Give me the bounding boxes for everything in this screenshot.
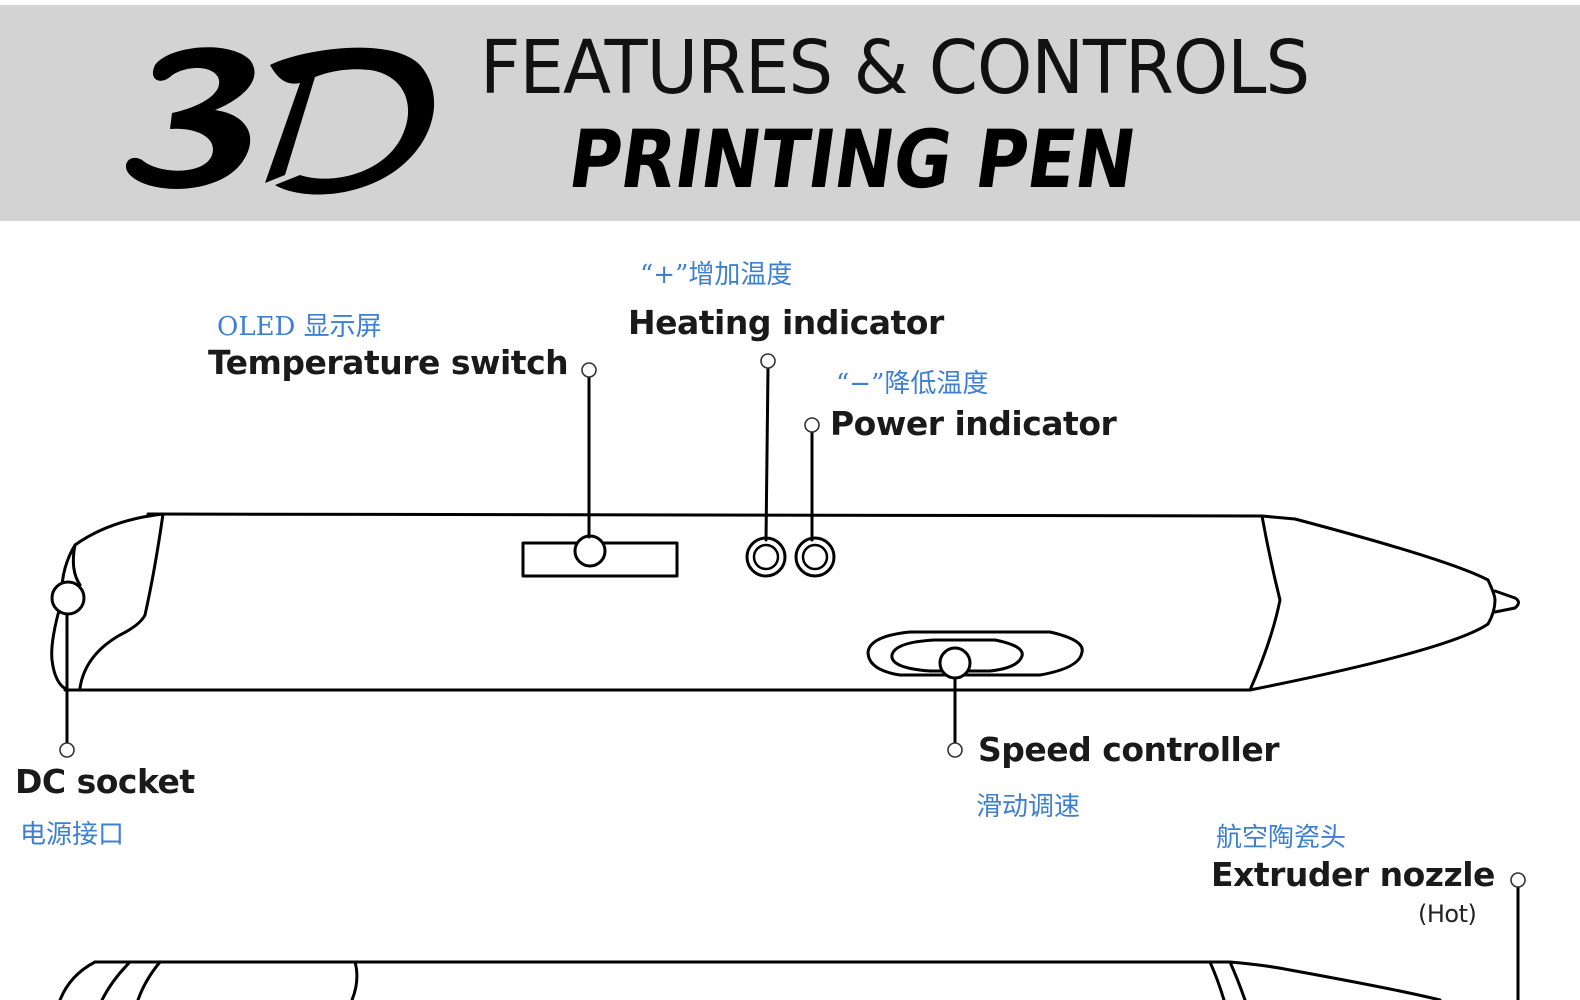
speed-slider-shape [866,630,1084,680]
dc-socket-label: DC socket [15,762,195,801]
pen-body-bottom [58,960,1442,1000]
speed-controller-label: Speed controller [978,730,1280,769]
temperature-switch-label-zh: OLED 显示屏 [217,312,382,342]
heating-indicator-label: Heating indicator [628,303,944,342]
power-indicator-led [794,536,836,578]
temperature-switch-label: Temperature switch [208,343,569,382]
dc-socket-shape [50,580,86,616]
extruder-hot-note: (Hot) [1418,900,1477,928]
heating-indicator-led [745,536,787,578]
speed-controller-label-zh: 滑动调速 [976,792,1081,822]
title-features-controls: FEATURES & CONTROLS [480,25,1310,111]
power-indicator-label: Power indicator [830,404,1117,443]
extruder-nozzle-label: Extruder nozzle [1211,855,1495,894]
logo-3d-icon [125,47,435,195]
dc-socket-label-zh: 电源接口 [20,820,125,850]
pen-body-top [50,512,1520,692]
power-indicator-label-zh: “−”降低温度 [836,369,989,399]
header-banner: FEATURES & CONTROLS PRINTING PEN [0,5,1580,221]
temperature-switch-button [573,534,607,568]
extruder-nozzle-label-zh: 航空陶瓷头 [1216,823,1347,853]
heating-indicator-label-zh: “+”增加温度 [640,260,793,290]
